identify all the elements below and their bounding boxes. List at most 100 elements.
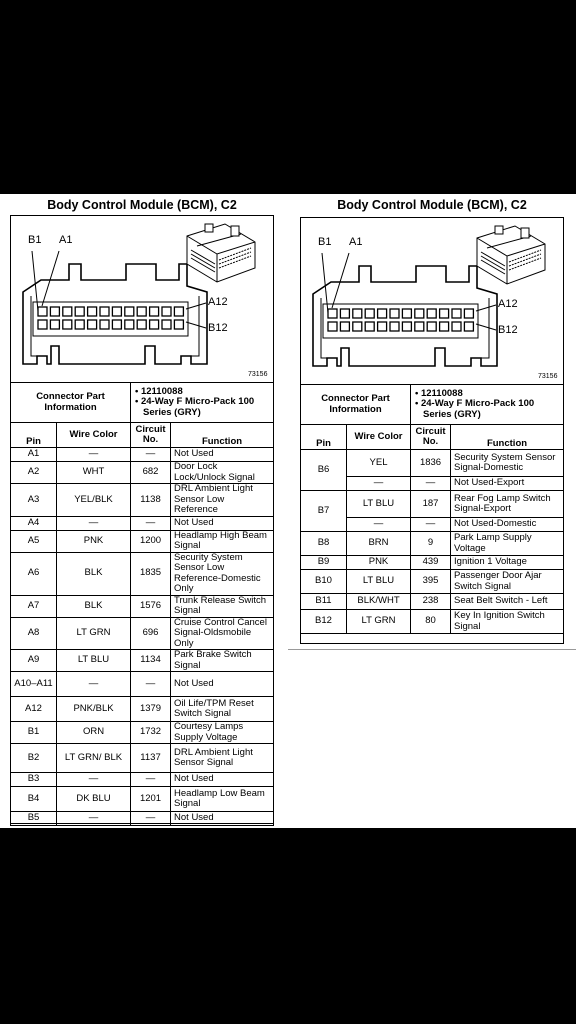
cell-function: Courtesy Lamps Supply Voltage — [170, 721, 274, 744]
cell-function: DRL Ambient Light Sensor Low Reference — [170, 483, 274, 517]
pin-cavity — [438, 308, 450, 319]
pin-cavity — [136, 319, 147, 330]
cell-color: PNK — [55, 529, 132, 553]
cell-function: Headlamp High Beam Signal — [170, 529, 274, 553]
right-title: Body Control Module (BCM), C2 — [337, 198, 527, 212]
connector-info-row: Connector Part Information • 12110088 • … — [9, 382, 274, 423]
cell-color: — — [55, 515, 132, 531]
pin-cavity — [148, 306, 160, 317]
part-number: 12110088 — [140, 385, 183, 397]
pin-cavity — [111, 319, 123, 330]
cell-circuit: 1137 — [130, 743, 172, 773]
left-title: Body Control Module (BCM), C2 — [47, 198, 237, 212]
cell-pin: A10–A11 — [10, 671, 57, 697]
cell-pin: A8 — [10, 616, 57, 650]
cell-circuit: 682 — [130, 461, 172, 484]
label-a12: A12 — [208, 296, 228, 308]
header-wire-color: Wire Color — [345, 424, 412, 450]
connector-info-label: Connector Part Information — [299, 384, 412, 425]
cell-function: Headlamp Low Beam Signal — [170, 786, 274, 812]
cell-pin: A7 — [10, 594, 57, 618]
cell-circuit: 238 — [410, 593, 452, 610]
table-header-row: Pin Wire Color Circuit No. Function — [10, 422, 274, 448]
connector-info-label: Connector Part Information — [9, 382, 132, 423]
cell-circuit: 80 — [410, 609, 452, 634]
header-pin: Pin — [10, 422, 57, 448]
cell-color: — — [345, 517, 412, 532]
cell-pin: B4 — [10, 786, 57, 812]
cell-pin: A9 — [10, 649, 57, 672]
pin-cavity — [438, 321, 450, 332]
cell-function: Not Used-Domestic — [450, 517, 564, 532]
pin-cavity — [124, 319, 135, 330]
pin-cavity — [148, 319, 160, 330]
cell-function: DRL Ambient Light Sensor Signal — [170, 743, 274, 773]
pin-cavity — [74, 319, 85, 330]
cell-pin: A3 — [10, 483, 57, 517]
cell-circuit: 1134 — [130, 649, 172, 672]
cell-circuit: — — [410, 517, 452, 532]
pin-cavity — [37, 319, 48, 330]
cell-pin: B9 — [300, 555, 347, 570]
part-description: 24-Way F Micro-Pack 100 Series (GRY) — [140, 396, 255, 418]
left-panel: B1 A1 A12 B12 73156 Connector Part Infor… — [9, 215, 274, 826]
left-pinout-table: Connector Part Information • 12110088 • … — [9, 382, 274, 826]
header-function: Function — [450, 424, 564, 450]
pin-cavity — [49, 319, 61, 330]
cell-color: YEL — [345, 449, 412, 477]
label-b12: B12 — [208, 322, 228, 334]
pin-cavity — [111, 306, 123, 317]
connector-isometric-icon — [476, 225, 546, 285]
pin-cavity — [161, 319, 172, 330]
connector-info-value: • 12110088 • 24-Way F Micro-Pack 100 Ser… — [410, 384, 564, 425]
pin-cavity — [389, 321, 400, 332]
cell-function: Seat Belt Switch - Left — [450, 593, 564, 610]
pin-cavity — [74, 306, 85, 317]
cell-color: — — [55, 811, 132, 826]
cell-pin: B8 — [300, 531, 347, 556]
table-row: ——Not Used-Export — [301, 476, 564, 491]
pin-cavity — [37, 306, 48, 317]
table-row: A1——Not Used — [10, 447, 274, 462]
pin-cavity — [49, 306, 61, 317]
table-row: B3——Not Used — [10, 772, 274, 787]
pin-cavity — [86, 306, 98, 317]
right-pinout-table: Connector Part Information • 12110088 • … — [299, 384, 564, 634]
table-row: A4——Not Used — [10, 515, 274, 531]
cell-color: PNK/BLK — [55, 696, 132, 722]
pin-cavity — [339, 308, 351, 319]
cell-pin: A5 — [10, 529, 57, 553]
cell-circuit: 395 — [410, 569, 452, 594]
pin-cavity — [62, 319, 73, 330]
pin-cavity — [426, 321, 437, 332]
part-number: 12110088 — [420, 387, 463, 399]
pin-cavity — [426, 308, 437, 319]
pin-cavity — [389, 308, 400, 319]
cell-color: — — [55, 447, 132, 462]
cell-circuit: 1201 — [130, 786, 172, 812]
pin-cavity — [136, 306, 147, 317]
cell-function: Park Lamp Supply Voltage — [450, 531, 564, 556]
cell-color: DK BLU — [55, 786, 132, 812]
cell-function: Not Used — [170, 671, 274, 697]
connector-info-value: • 12110088 • 24-Way F Micro-Pack 100 Ser… — [130, 382, 274, 423]
cell-function: Door Lock Lock/Unlock Signal — [170, 461, 274, 484]
cell-function: Passenger Door Ajar Switch Signal — [450, 569, 564, 594]
pin-cavity — [401, 308, 413, 319]
right-connector-diagram: B1 A1 A12 B12 73156 — [301, 218, 563, 385]
cell-color: BLK — [55, 594, 132, 618]
cell-function: Not Used-Export — [450, 476, 564, 491]
pin-cavity — [99, 306, 110, 317]
pin-cavity — [376, 308, 388, 319]
pin-cavity — [173, 306, 185, 317]
pin-cavity — [86, 319, 98, 330]
cell-color: BRN — [345, 531, 412, 556]
